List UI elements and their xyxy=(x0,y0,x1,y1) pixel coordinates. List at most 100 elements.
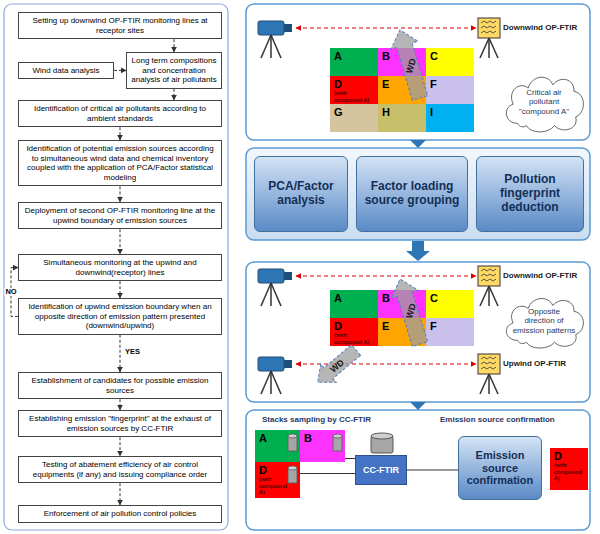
connector xyxy=(174,89,175,100)
grid-cell: B xyxy=(378,48,426,76)
ir-beam xyxy=(296,275,476,276)
cloud-callout: Critical air pollutant "compound A" xyxy=(500,70,588,134)
step-box: Factor loading source grouping xyxy=(356,156,468,232)
connector xyxy=(120,186,121,202)
wind-label: WD xyxy=(328,357,346,374)
node-text: (with compound A) xyxy=(554,462,585,482)
panel-label: Upwind OP-FTIR xyxy=(503,359,566,368)
flow-arrow xyxy=(410,402,426,410)
panel-frame xyxy=(246,148,590,240)
node-text: Emission source confirmation xyxy=(463,449,537,487)
grid-cell: B xyxy=(378,290,426,318)
process-box: Establishment of candidates for possible… xyxy=(18,372,222,399)
grid-cell: E xyxy=(378,76,426,104)
panel-frame xyxy=(246,4,590,140)
edge-label: NO xyxy=(4,288,17,296)
grid-cell: C xyxy=(426,290,474,318)
confirmation-box: Emission source confirmation xyxy=(458,436,542,500)
flow-arrow xyxy=(410,140,426,148)
op-ftir-emitter xyxy=(258,357,292,394)
connector xyxy=(407,470,458,471)
decision-box: Identification of upwind emission bounda… xyxy=(18,298,222,335)
panel-frame xyxy=(246,410,590,530)
node-text: Identification of critical air pollutant… xyxy=(23,104,217,123)
connector xyxy=(120,229,121,254)
node-text: (with compound A) xyxy=(334,90,375,103)
process-box: Establishing emission "fingerprint" at t… xyxy=(18,410,222,437)
process-box: Testing of abatement efficiency of air c… xyxy=(18,456,222,483)
node-text: (with compound A) xyxy=(259,476,287,496)
grid-cell: D(with compound A) xyxy=(330,318,378,346)
connector xyxy=(120,335,121,372)
node-text: E xyxy=(382,78,422,90)
node-text: Critical air pollutant "compound A" xyxy=(512,88,576,116)
stack-cell: D(with compound A) xyxy=(255,462,300,498)
process-box: Deployment of second OP-FTIR monitoring … xyxy=(18,202,222,229)
op-ftir-receiver xyxy=(478,266,500,306)
op-ftir-emitter xyxy=(258,21,292,58)
grid-cell: A xyxy=(330,48,378,76)
connector xyxy=(120,483,121,505)
node-text: (with compound A) xyxy=(334,332,375,345)
grid-cell: D(with compound A) xyxy=(330,76,378,104)
panel-label: Downwind OP-FTIR xyxy=(503,23,577,32)
grid-cell: I xyxy=(426,104,474,132)
panel-label: Stacks sampling by CC-FTIR xyxy=(262,415,371,424)
node-text: Establishment of candidates for possible… xyxy=(23,376,217,395)
node-text: Wind data analysis xyxy=(23,66,109,76)
node-text: Enforcement of air pollution control pol… xyxy=(23,509,217,519)
node-text: Long term compositions and concentration… xyxy=(131,56,217,85)
node-text: Factor loading source grouping xyxy=(361,180,463,208)
node-text: D xyxy=(259,464,287,476)
wind-direction-arrow xyxy=(387,26,434,102)
grid-cell: F xyxy=(426,76,474,104)
connector xyxy=(120,437,121,456)
node-text: D xyxy=(334,320,375,332)
node-text: Identification of upwind emission bounda… xyxy=(23,302,217,331)
node-text: D xyxy=(334,78,375,90)
node-text: Setting up downwind OP-FTIR monitoring l… xyxy=(23,16,217,35)
cc-ftir-instrument xyxy=(371,433,393,453)
node-text: PCA/Factor analysis xyxy=(259,180,343,208)
stack-cell: B xyxy=(300,430,345,462)
node-text: I xyxy=(430,106,470,118)
grid-cell: C xyxy=(426,48,474,76)
step-box: PCA/Factor analysis xyxy=(254,156,348,232)
node-text: Establishing emission "fingerprint" at t… xyxy=(23,414,217,433)
node-text: Pollution fingerprint deduction xyxy=(481,173,579,214)
op-ftir-receiver xyxy=(478,354,500,394)
process-box: Long term compositions and concentration… xyxy=(126,52,222,89)
step-box: Pollution fingerprint deduction xyxy=(476,156,584,232)
ir-beam xyxy=(296,27,476,28)
op-ftir-receiver xyxy=(478,18,500,58)
panel-frame xyxy=(246,262,590,402)
connector xyxy=(120,399,121,410)
node-text: G xyxy=(334,106,374,118)
wind-direction-arrow xyxy=(310,341,364,392)
grid-cell: F xyxy=(426,318,474,346)
node-text: F xyxy=(430,320,470,332)
connector-layer xyxy=(11,39,458,505)
grid-cell: E xyxy=(378,318,426,346)
connector xyxy=(345,458,355,459)
connector xyxy=(174,39,175,52)
process-box: Setting up downwind OP-FTIR monitoring l… xyxy=(18,12,222,39)
node-text: Deployment of second OP-FTIR monitoring … xyxy=(23,206,217,225)
node-text: Testing of abatement efficiency of air c… xyxy=(23,460,217,479)
process-box: Identification of potential emission sou… xyxy=(18,140,222,186)
grid-cell: A xyxy=(330,290,378,318)
edge-label: YES xyxy=(124,348,141,356)
connector xyxy=(300,473,355,474)
panel-label: Emission source confirmation xyxy=(440,415,555,424)
wind-direction-arrow xyxy=(387,275,434,348)
stack-symbol xyxy=(287,433,298,453)
node-text: H xyxy=(382,106,422,118)
node-text: A xyxy=(334,292,374,304)
process-box: Wind data analysis xyxy=(18,62,114,80)
panel-label: Downwind OP-FTIR xyxy=(503,271,577,280)
node-text: CC-FTIR xyxy=(363,465,399,475)
node-text: C xyxy=(430,292,470,304)
wind-label: WD xyxy=(404,302,418,319)
